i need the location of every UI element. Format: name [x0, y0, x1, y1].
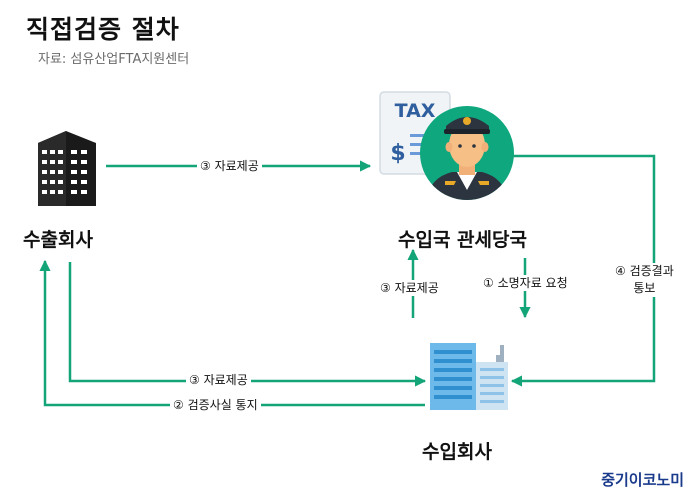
arrow-exporter-to-importer [68, 262, 427, 387]
node-importer: 수입회사 [422, 441, 492, 463]
dollar-sign: $ [390, 141, 405, 166]
edge-label-importer-notice: ② 검증사실 통지 [170, 397, 261, 413]
importer-building-icon [430, 343, 508, 410]
office-building-icon [38, 131, 96, 206]
edge-label-exporter-to-importer: ③ 자료제공 [186, 372, 251, 388]
node-customs: 수입국 관세당국 [398, 229, 527, 251]
edge-label-customs-result: ④ 검증결과 통보 [612, 263, 677, 297]
edge-label-exporter-to-customs: ③ 자료제공 [197, 158, 262, 174]
page-title: 직접검증 절차 [26, 15, 180, 44]
publisher-logo: 중기이코노미 [601, 471, 684, 489]
edge-label-importer-to-customs: ③ 자료제공 [377, 280, 442, 296]
source-note: 자료: 섬유산업FTA지원센터 [38, 52, 190, 67]
edge-label-customs-result-line2: 통보 [633, 281, 656, 295]
edge-label-customs-request: ① 소명자료 요청 [480, 275, 571, 291]
tax-document-text: TAX [395, 100, 436, 122]
arrow-importer-notice [39, 259, 425, 407]
customs-officer-icon [420, 106, 514, 200]
edge-label-customs-result-line1: ④ 검증결과 [615, 264, 674, 278]
node-exporter: 수출회사 [23, 229, 93, 251]
